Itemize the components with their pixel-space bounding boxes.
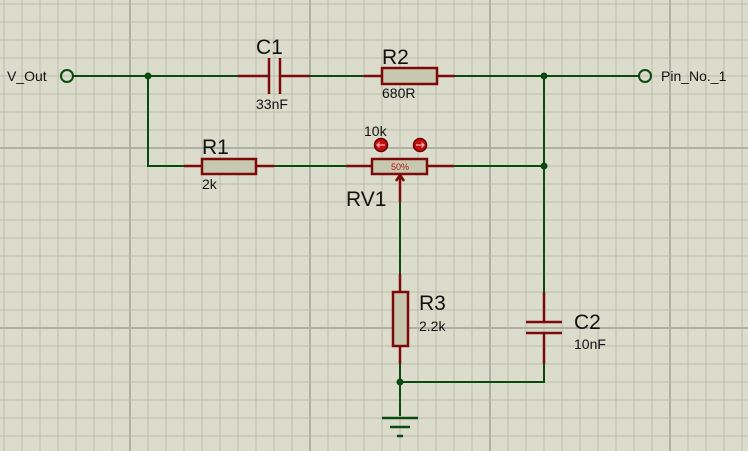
resistor-r1[interactable] xyxy=(184,157,274,176)
c2-reference: C2 xyxy=(574,311,601,334)
capacitor-c2[interactable] xyxy=(526,292,562,364)
arrow-left-icon xyxy=(376,142,385,148)
rv1-wiper-percent: 50% xyxy=(391,162,409,172)
r1-reference: R1 xyxy=(202,136,229,159)
ground-symbol[interactable] xyxy=(382,416,418,438)
junction-dot xyxy=(396,378,404,386)
r2-reference: R2 xyxy=(382,46,409,69)
junctions xyxy=(144,72,548,386)
c2-value: 10nF xyxy=(574,336,606,352)
rv1-reference: RV1 xyxy=(346,188,387,211)
wiper-arrow-icon xyxy=(394,172,406,182)
r3-reference: R3 xyxy=(419,292,446,315)
junction-dot xyxy=(540,162,548,170)
rv1-increase-button[interactable] xyxy=(412,137,428,153)
terminal-label-vout: V_Out xyxy=(7,68,47,84)
resistor-r3[interactable] xyxy=(391,274,410,364)
r2-value: 680R xyxy=(382,85,416,101)
resistor-r2[interactable] xyxy=(364,66,455,86)
capacitor-c1[interactable] xyxy=(238,58,310,94)
c1-reference: C1 xyxy=(256,36,283,59)
r3-value: 2.2k xyxy=(419,318,446,334)
terminal-vout[interactable] xyxy=(60,69,74,83)
r1-value: 2k xyxy=(202,176,217,192)
arrow-right-icon xyxy=(416,142,425,148)
junction-dot xyxy=(144,72,152,80)
rv1-value: 10k xyxy=(364,123,387,139)
potentiometer-rv1[interactable] xyxy=(346,157,454,202)
wire-node-r1[interactable] xyxy=(147,76,184,167)
wire-bottom[interactable] xyxy=(399,364,545,383)
terminal-label-pin1: Pin_No._1 xyxy=(661,68,727,84)
rv1-decrease-button[interactable] xyxy=(373,137,389,153)
c1-value: 33nF xyxy=(256,96,288,112)
junction-dot xyxy=(540,72,548,80)
terminal-pin1[interactable] xyxy=(638,69,652,83)
wires xyxy=(73,75,639,416)
